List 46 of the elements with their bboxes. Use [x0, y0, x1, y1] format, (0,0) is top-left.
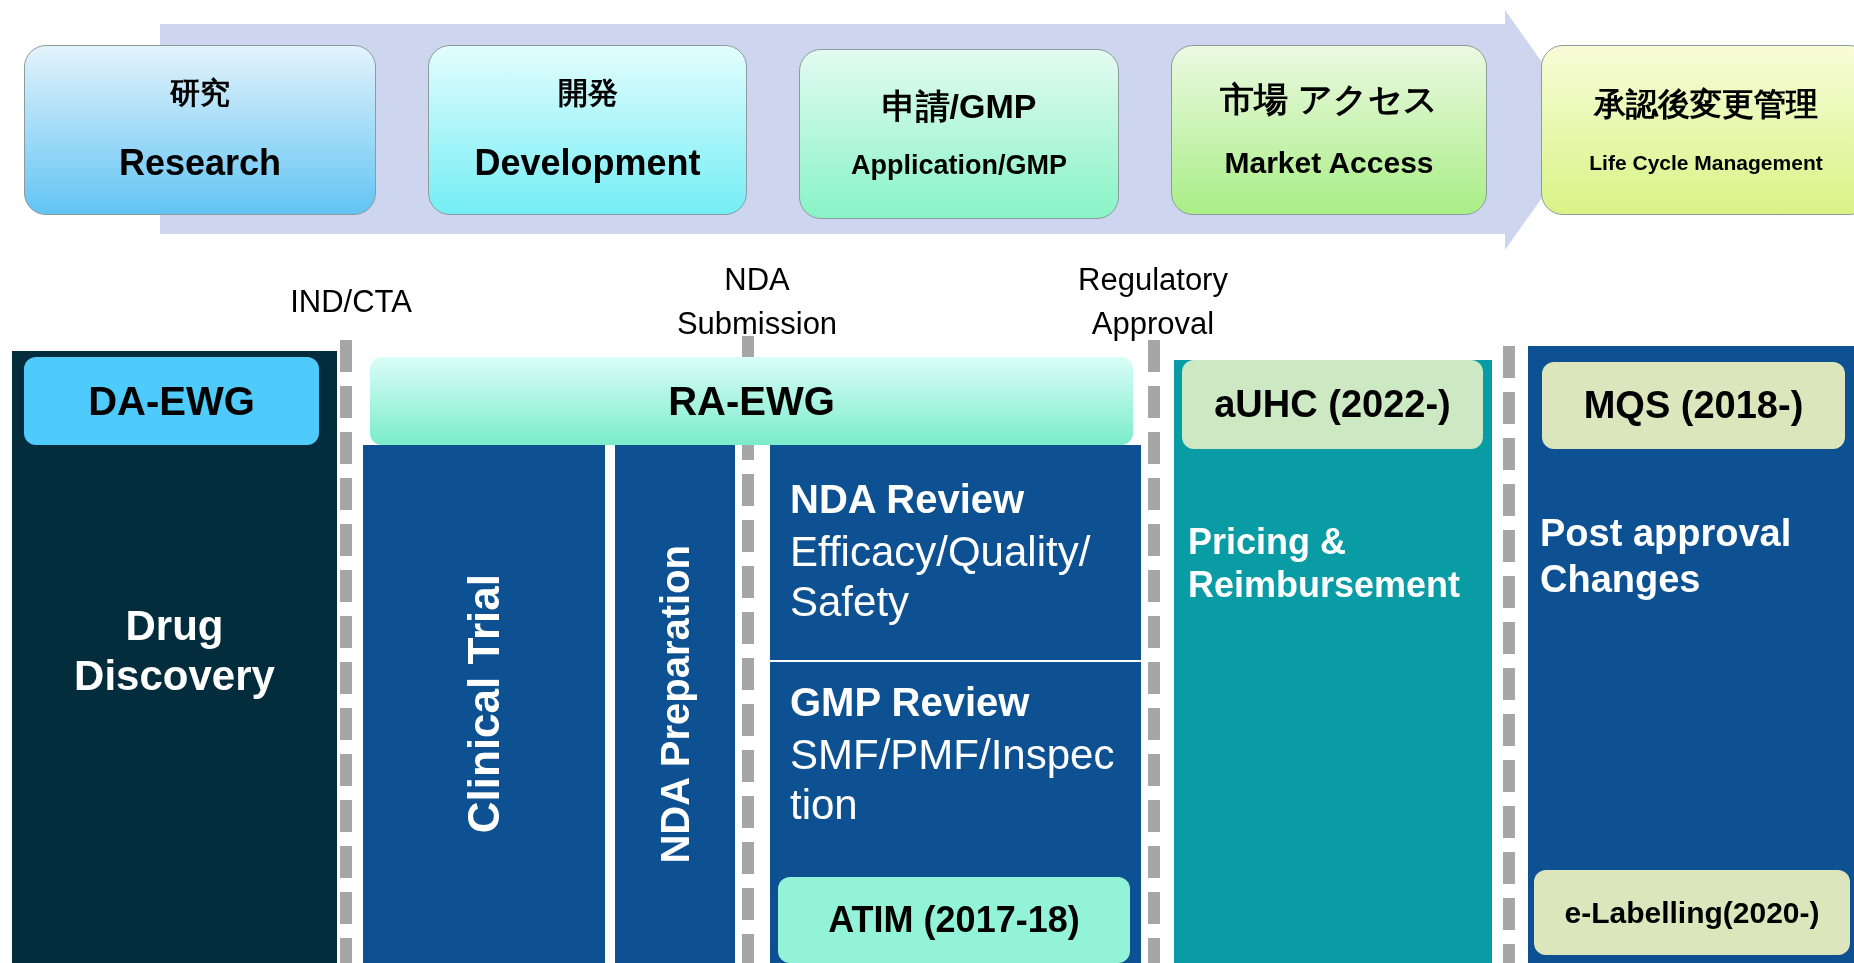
stage-box — [1541, 45, 1854, 215]
stage-box — [24, 45, 376, 215]
panel-title: GMP Review — [790, 679, 1031, 726]
phase-panel — [615, 445, 735, 963]
stage-title: 申請/GMP — [881, 86, 1037, 128]
working-group-box — [778, 877, 1130, 963]
stage-title: 市場 アクセス — [1220, 78, 1438, 120]
panel-text: Efficacy/Quality/Safety — [790, 527, 1092, 628]
stage-box — [799, 49, 1119, 219]
working-group-box — [1542, 362, 1845, 449]
stage-subtitle: Research — [118, 141, 282, 185]
phase-panel — [12, 351, 337, 963]
working-group-name: aUHC (2022-) — [1214, 381, 1451, 427]
stage-subtitle: Market Access — [1224, 145, 1434, 182]
panel-title: NDA Preparation — [652, 544, 698, 864]
working-group-box — [370, 357, 1133, 445]
phase-panel — [770, 445, 1141, 660]
panel-title: Post approval Changes — [1540, 511, 1793, 602]
milestone-label: NDA Submission — [675, 261, 839, 343]
milestone-label: IND/CTA — [289, 283, 413, 321]
panel-title: Pricing & Reimbursement — [1188, 520, 1462, 607]
phase-panel — [363, 445, 605, 963]
panel-title: Clinical Trial — [457, 574, 509, 834]
milestone-label: Regulatory Approval — [1077, 261, 1229, 343]
stage-title: 開発 — [557, 75, 618, 112]
stage-subtitle: Development — [474, 141, 701, 185]
working-group-name: ATIM (2017-18) — [828, 898, 1080, 942]
stage-subtitle: Life Cycle Management — [1589, 149, 1823, 175]
phase-panel — [1528, 346, 1854, 963]
panel-text: SMF/PMF/Inspection — [790, 730, 1116, 831]
phase-panel — [770, 662, 1141, 963]
stage-title: 研究 — [170, 75, 230, 112]
stage-box — [1171, 45, 1487, 215]
working-group-name: RA-EWG — [668, 378, 835, 425]
stage-subtitle: Application/GMP — [851, 149, 1067, 182]
stage-box — [428, 45, 747, 215]
panel-title: NDA Review — [790, 476, 1026, 523]
working-group-name: DA-EWG — [88, 378, 255, 425]
working-group-name: MQS (2018-) — [1583, 382, 1804, 428]
working-group-box — [1534, 870, 1850, 955]
panel-title: Drug Discovery — [73, 601, 276, 702]
stage-title: 承認後変更管理 — [1594, 85, 1818, 124]
phase-panel — [1174, 360, 1492, 963]
working-group-name: e-Labelling(2020-) — [1564, 894, 1820, 931]
working-group-box — [24, 357, 319, 445]
working-group-box — [1182, 360, 1483, 449]
